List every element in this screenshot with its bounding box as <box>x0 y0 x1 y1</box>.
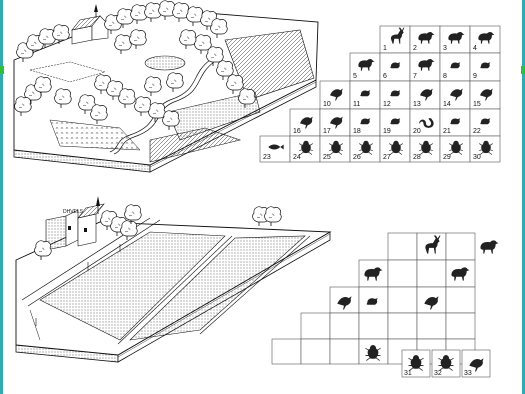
intensive-farmland-block: DHVELS <box>16 196 330 362</box>
species-number: 24 <box>293 154 301 161</box>
species-number: 10 <box>323 101 331 108</box>
beetle-number: 31 <box>404 370 412 377</box>
species-number: 26 <box>353 154 361 161</box>
species-number: 22 <box>473 128 481 135</box>
species-number: 6 <box>383 73 387 80</box>
species-number: 20 <box>413 128 421 135</box>
species-number: 13 <box>413 101 421 108</box>
species-number: 14 <box>443 101 451 108</box>
species-number: 9 <box>473 73 477 80</box>
species-number: 18 <box>353 128 361 135</box>
species-number: 25 <box>323 154 331 161</box>
fox-icon <box>480 240 498 253</box>
farmhouse <box>72 4 108 44</box>
species-number: 5 <box>353 73 357 80</box>
species-number: 17 <box>323 128 331 135</box>
species-number: 11 <box>353 101 360 108</box>
species-number: 8 <box>443 73 447 80</box>
species-number: 3 <box>443 45 447 52</box>
species-number: 7 <box>413 73 417 80</box>
beetle-number: 33 <box>464 370 472 377</box>
species-number: 19 <box>383 128 391 135</box>
species-number: 29 <box>443 154 451 161</box>
species-number: 4 <box>473 45 477 52</box>
species-number: 15 <box>473 101 481 108</box>
farm-sign-text: DHVELS <box>63 209 84 215</box>
species-number: 16 <box>293 128 301 135</box>
species-number: 30 <box>473 154 481 161</box>
species-number: 21 <box>443 128 451 135</box>
species-number: 27 <box>383 154 391 161</box>
species-number: 23 <box>263 154 271 161</box>
species-number: 2 <box>413 45 417 52</box>
species-number: 1 <box>383 45 387 52</box>
species-number: 28 <box>413 154 421 161</box>
beetle-number: 32 <box>434 370 442 377</box>
species-number: 12 <box>383 101 391 108</box>
